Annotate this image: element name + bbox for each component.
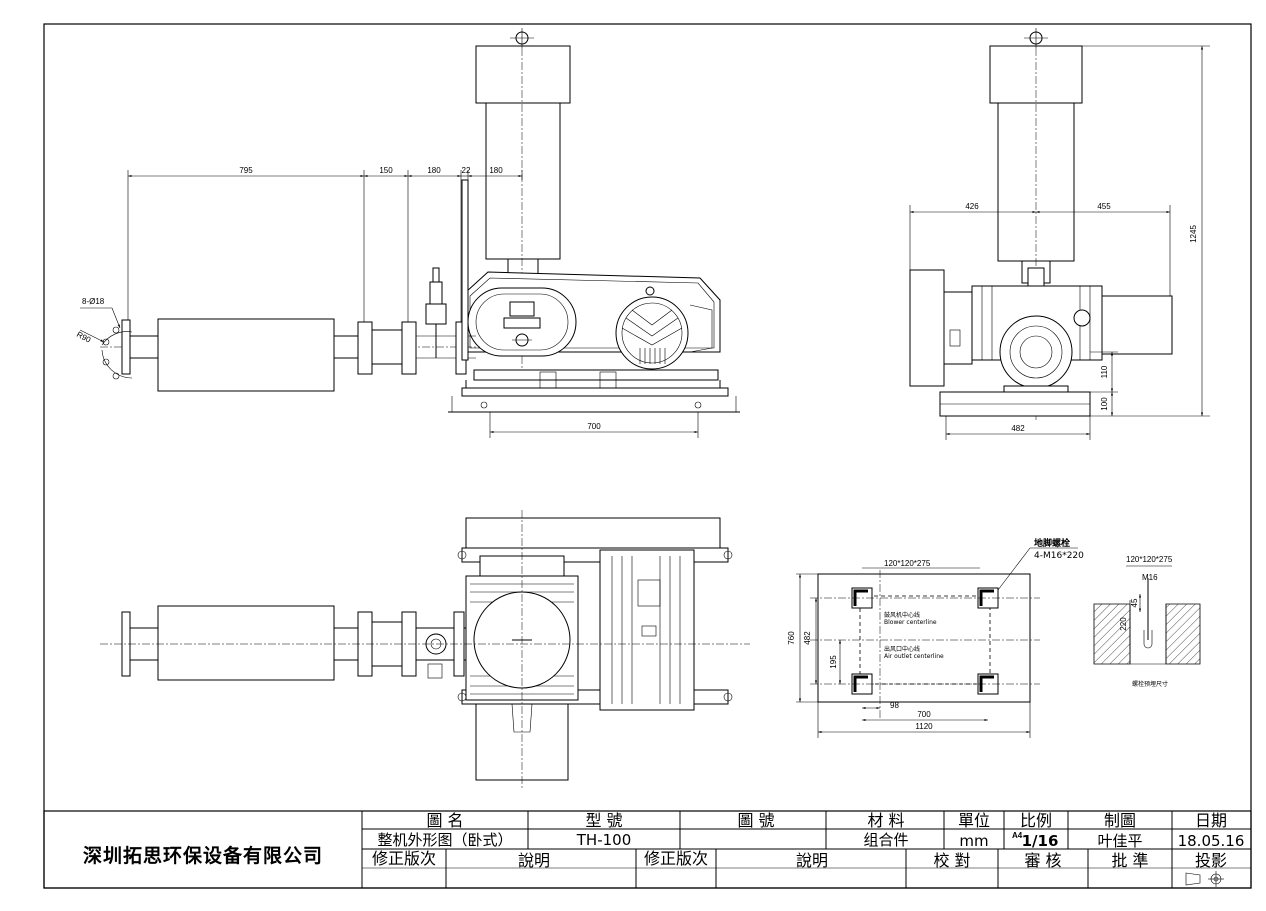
bolt-pattern: 120*120*275: [884, 559, 931, 568]
side-motor-end: [909, 269, 945, 387]
value-drawn: 叶佳平: [1097, 832, 1142, 850]
silencer-body: [485, 102, 561, 260]
rev-label-2: 修正版次: [644, 849, 708, 868]
header-scale: 比例: [1020, 811, 1052, 830]
detail-220: 220: [1119, 617, 1128, 631]
dim-455: 455: [1097, 202, 1111, 211]
dim-radius: R90: [75, 330, 93, 345]
dim-700: 700: [587, 422, 601, 431]
dim-150: 150: [379, 166, 393, 175]
dim-180-b: 180: [489, 166, 503, 175]
side-view: 426 455 1245 110 100 482: [909, 28, 1210, 440]
header-model: 型 號: [585, 811, 622, 830]
header-drawn: 制圖: [1104, 811, 1136, 830]
relief-valve: [425, 303, 447, 325]
foundation-plan: 地脚螺栓 4-M16*220 120*120*275 鼓风机中心线 Blower…: [787, 537, 1084, 738]
bolt-spec: 4-M16*220: [1034, 551, 1084, 561]
rev-desc-2: 說明: [796, 851, 828, 870]
header-unit: 單位: [958, 811, 990, 830]
blower-center-label-en: Blower centerline: [884, 619, 937, 626]
flexible-joint: [371, 329, 403, 365]
value-scale: 1/16: [1022, 832, 1059, 850]
company-name: 深圳拓思环保设备有限公司: [83, 844, 323, 867]
dim-98: 98: [890, 701, 899, 710]
projection-label: 投影: [1195, 851, 1227, 870]
dim-110: 110: [1100, 365, 1109, 378]
dim-1120: 1120: [915, 722, 933, 731]
dim-flange-holes: 8-Ø18: [82, 297, 105, 306]
blower-center-label: 鼓风机中心线: [884, 611, 920, 619]
front-view: 795 150 180 22 180 8-Ø18 R90 700: [75, 28, 740, 438]
dim-195: 195: [829, 655, 838, 669]
review-label: 審 核: [1024, 851, 1061, 870]
bolt-detail: 120*120*275 M16 45 220 螺栓预埋尺寸: [1093, 555, 1201, 688]
dim-795: 795: [239, 166, 253, 175]
rev-label-1: 修正版次: [372, 849, 436, 868]
rev-desc-1: 說明: [518, 851, 550, 870]
inlet-silencer: [157, 318, 335, 392]
value-model: TH-100: [576, 831, 632, 849]
dim-22: 22: [462, 166, 471, 175]
value-date: 18.05.16: [1178, 832, 1245, 850]
projection-symbol-icon: [1185, 871, 1224, 887]
dim-482-plan: 482: [803, 631, 812, 645]
base-frame: [473, 369, 719, 381]
side-motor: [1101, 295, 1173, 355]
value-paper: A4: [1012, 831, 1023, 840]
value-drawing-name: 整机外形图（卧式）: [377, 831, 512, 849]
pressure-gauge-icon: [1073, 309, 1091, 327]
value-material: 组合件: [863, 831, 908, 849]
bolt-label: 地脚螺栓: [1034, 537, 1070, 549]
dim-482: 482: [1011, 424, 1025, 433]
dim-426: 426: [965, 202, 979, 211]
motor-fan-cover: [615, 296, 689, 370]
value-unit: mm: [959, 832, 988, 850]
outlet-flange-circle: [999, 315, 1073, 389]
approve-label: 批 準: [1111, 851, 1148, 870]
check-label: 校 對: [933, 851, 970, 870]
top-view: [100, 510, 750, 790]
dim-1245: 1245: [1189, 225, 1198, 243]
detail-pattern: 120*120*275: [1126, 555, 1173, 564]
title-block: 深圳拓思环保设备有限公司 圖 名 型 號 圖 號 材 料 單位 比例 制圖 日期…: [43, 810, 1252, 889]
header-drawing-no: 圖 號: [737, 811, 774, 830]
outlet-center-label: 出风口中心线: [884, 645, 920, 653]
detail-45: 45: [1130, 598, 1139, 607]
dim-700-plan: 700: [917, 710, 931, 719]
top-belt-guard: [465, 517, 721, 549]
foundation-outline: [817, 573, 1031, 703]
dim-760: 760: [787, 631, 796, 645]
header-date: 日期: [1195, 811, 1227, 830]
dim-180-a: 180: [427, 166, 441, 175]
inlet-flange: [121, 319, 131, 375]
outlet-center-label-en: Air outlet centerline: [884, 653, 944, 660]
dim-100: 100: [1100, 397, 1109, 411]
header-drawing-name: 圖 名: [426, 811, 463, 830]
header-material: 材 料: [867, 811, 904, 830]
detail-thread: M16: [1142, 573, 1158, 582]
silencer-cap: [475, 45, 571, 104]
top-motor: [599, 549, 695, 711]
detail-caption: 螺栓预埋尺寸: [1132, 680, 1168, 688]
